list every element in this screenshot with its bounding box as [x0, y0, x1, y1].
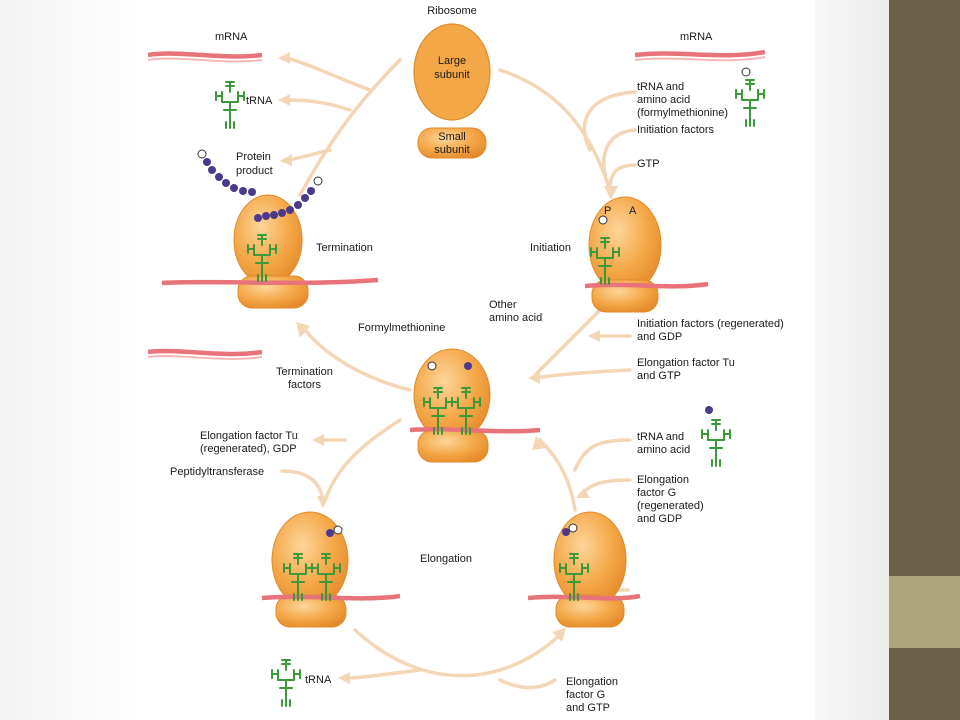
label-ef-g-regen-2: factor G [637, 487, 676, 499]
mrna-mid-left [147, 348, 263, 360]
label-trna-amino-top-2: amino acid [637, 94, 690, 106]
mrna-top-right [634, 49, 766, 62]
label-ef-g-regen-4: and GDP [637, 513, 682, 525]
label-protein-product-2: product [236, 165, 273, 177]
label-ribosome: Ribosome [427, 5, 477, 17]
label-ef-g-regen-3: (regenerated) [637, 500, 704, 512]
side-bar-bottom [889, 648, 960, 720]
label-trna-amino-top-1: tRNA and [637, 81, 684, 93]
label-large-subunit-2: subunit [434, 69, 469, 81]
flow-arrows [278, 52, 637, 690]
ribosome-bottom-right [527, 511, 641, 628]
label-small-subunit-2: subunit [434, 144, 469, 156]
label-peptidyltransferase: Peptidyltransferase [170, 466, 264, 478]
label-ef-g-gtp-2: factor G [566, 689, 605, 701]
large-subunit [413, 23, 491, 121]
label-trna-amino-mid-1: tRNA and [637, 431, 684, 443]
ribosome-initiation [584, 196, 709, 313]
label-initiation-factors: Initiation factors [637, 124, 715, 136]
trna-top-left-free [215, 81, 245, 129]
mrna-top-left [147, 51, 263, 63]
ribosome-middle [409, 348, 541, 463]
label-ef-g-gtp-3: and GTP [566, 702, 610, 714]
label-ef-tu-regen-1: Elongation factor Tu [200, 430, 298, 442]
label-formylmethionine: Formylmethionine [358, 322, 445, 334]
label-protein-product-1: Protein [236, 151, 271, 163]
label-other-amino-acid-2: amino acid [489, 312, 542, 324]
label-elongation: Elongation [420, 553, 472, 565]
side-bar-middle [889, 576, 960, 648]
label-ef-tu-gtp-2: and GTP [637, 370, 681, 382]
slide-right-margin [815, 0, 889, 720]
label-ef-tu-regen-2: (regenerated), GDP [200, 443, 297, 455]
label-trna-top-left: tRNA [246, 95, 273, 107]
ribosome-termination [161, 194, 379, 309]
label-mrna-right: mRNA [680, 31, 713, 43]
label-large-subunit-1: Large [438, 55, 466, 67]
label-ef-tu-gtp-1: Elongation factor Tu [637, 357, 735, 369]
slide-left-margin [0, 0, 140, 720]
label-init-regen-2: and GDP [637, 331, 682, 343]
protein-chain [197, 149, 323, 222]
trna-mid-right [701, 406, 731, 467]
side-bar-top [889, 0, 960, 576]
ribosome-bottom-left [261, 511, 401, 628]
label-mrna-left: mRNA [215, 31, 248, 43]
label-p-site: P [604, 205, 611, 217]
label-trna-amino-mid-2: amino acid [637, 444, 690, 456]
trna-bottom-free [271, 659, 301, 707]
label-termination: Termination [316, 242, 373, 254]
label-termination-factors-2: factors [288, 379, 322, 391]
label-init-regen-1: Initiation factors (regenerated) [637, 318, 784, 330]
label-gtp: GTP [637, 158, 660, 170]
small-subunit [417, 127, 487, 159]
label-initiation: Initiation [530, 242, 571, 254]
label-trna-amino-top-3: (formylmethionine) [637, 107, 728, 119]
label-other-amino-acid-1: Other [489, 299, 517, 311]
label-ef-g-regen-1: Elongation [637, 474, 689, 486]
label-termination-factors-1: Termination [276, 366, 333, 378]
label-trna-bottom: tRNA [305, 674, 332, 686]
label-ef-g-gtp-1: Elongation [566, 676, 618, 688]
label-small-subunit-1: Small [438, 131, 466, 143]
trna-formylmethionine [735, 67, 765, 127]
label-a-site: A [629, 205, 637, 217]
